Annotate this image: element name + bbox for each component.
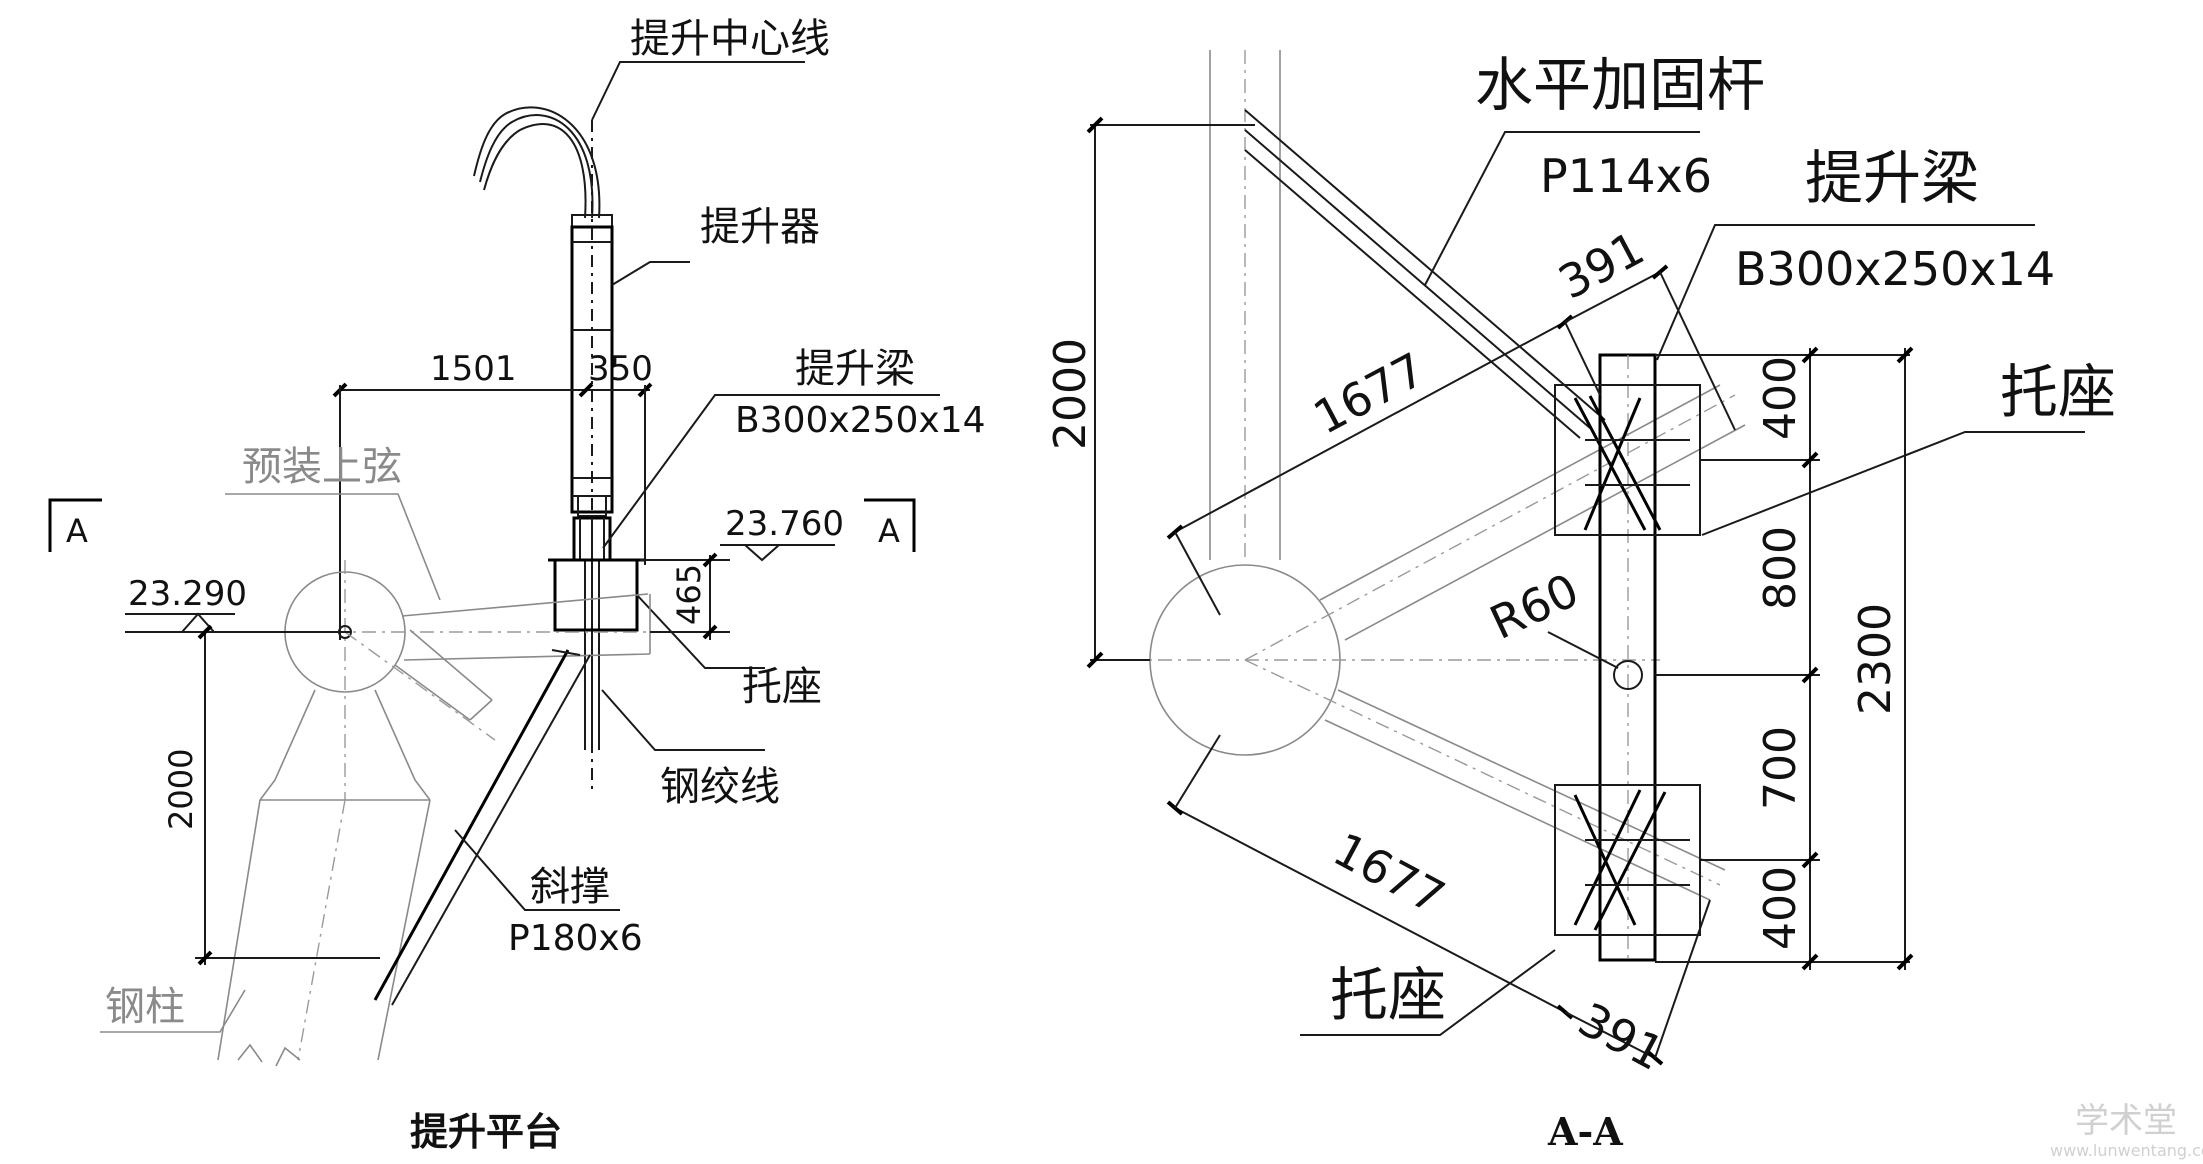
leader-bracket-bottom — [1300, 949, 1556, 1036]
dim-700: 700 — [1755, 726, 1806, 810]
leader-lifting-beam-right — [1656, 224, 2035, 361]
label-diagonal-brace: 斜撑 — [530, 864, 610, 910]
elevation-right: 23.760 — [725, 504, 844, 544]
dim-line-391-bottom — [1564, 1011, 1656, 1059]
leader-steel-column — [100, 989, 246, 1033]
diagonal-brace — [373, 649, 570, 1001]
lifter-body — [570, 225, 614, 514]
label-steel-column: 钢柱 — [105, 984, 185, 1030]
dim-line-1677-top — [1174, 321, 1566, 533]
dim-2000-left: 2000 — [162, 749, 200, 830]
section-mark-left-bracket — [48, 498, 102, 552]
watermark-text: 学术堂 — [2075, 1101, 2177, 1141]
leader-top-chord — [225, 493, 441, 601]
label-bracket-bottom: 托座 — [1330, 961, 1446, 1029]
leader-lifting-centerline — [591, 61, 805, 121]
label-lifting-beam-spec: B300x250x14 — [735, 400, 986, 441]
label-diagonal-brace-spec: P180x6 — [508, 918, 643, 959]
leader-horizontal-brace — [1424, 131, 1700, 286]
label-horizontal-brace: 水平加固杆 — [1475, 51, 1765, 119]
dim-350: 350 — [588, 349, 653, 389]
left-view: 提升中心线 提升器 钢绞线 托座 提升梁 B300x250 — [48, 16, 986, 1154]
dim-1677-top: 1677 — [1305, 342, 1434, 445]
section-mark-right-bracket — [864, 498, 916, 552]
watermark: 学术堂 www.lunwentang.com — [2050, 1101, 2203, 1160]
dim-2000-right: 2000 — [1045, 338, 1096, 450]
section-mark-right: A — [878, 512, 900, 550]
label-bracket: 托座 — [742, 664, 822, 710]
dim-400-bottom: 400 — [1755, 866, 1806, 950]
label-r60: R60 — [1482, 563, 1587, 650]
label-lifter: 提升器 — [700, 204, 820, 250]
cable-curve-3 — [473, 106, 601, 219]
bracket-left — [553, 558, 639, 632]
leader-bracket — [636, 594, 765, 669]
leader-lifting-beam — [602, 394, 940, 549]
section-mark-left: A — [66, 512, 88, 550]
caption-right: A-A — [1547, 1109, 1623, 1154]
hole-r60 — [1613, 660, 1643, 690]
caption-left: 提升平台 — [410, 1109, 562, 1154]
dim-400-top: 400 — [1755, 356, 1806, 440]
leader-lifter — [611, 261, 690, 286]
dim-line-1677-bottom — [1174, 807, 1566, 1013]
dim-465: 465 — [670, 564, 708, 625]
dim-1677-bottom: 1677 — [1325, 822, 1454, 925]
label-lifting-beam-right-spec: B300x250x14 — [1735, 242, 2055, 296]
dim-1501: 1501 — [430, 349, 517, 389]
watermark-url: www.lunwentang.com — [2050, 1141, 2203, 1160]
label-lifting-centerline: 提升中心线 — [630, 16, 830, 62]
cable-curve-2 — [479, 114, 594, 219]
elevation-left: 23.290 — [128, 574, 247, 614]
dim-2300: 2300 — [1850, 603, 1901, 715]
dim-800: 800 — [1755, 526, 1806, 610]
elev-marker-right — [744, 544, 780, 562]
label-steel-strand: 钢绞线 — [660, 764, 780, 810]
label-top-chord: 预装上弦 — [242, 444, 402, 490]
label-lifting-beam: 提升梁 — [795, 346, 915, 392]
label-horizontal-brace-spec: P114x6 — [1540, 149, 1712, 203]
lifter-bottom-cap — [577, 495, 607, 517]
leader-diagonal-brace — [454, 829, 620, 911]
dim-391-bottom: 391 — [1570, 992, 1673, 1081]
dim-line-391-top — [1564, 271, 1661, 323]
leader-steel-strand — [601, 689, 765, 751]
label-bracket-right: 托座 — [2000, 358, 2116, 426]
horizontal-brace — [1244, 109, 1606, 421]
dim-391-top: 391 — [1550, 221, 1653, 310]
right-view: 水平加固杆 P114x6 提升梁 B300x250x14 R60 托座 托座 — [1045, 50, 2116, 1154]
cable-curve-1 — [483, 123, 587, 219]
leader-r60 — [1547, 631, 1619, 669]
leader-bracket-right — [1701, 431, 2085, 536]
label-lifting-beam-right: 提升梁 — [1805, 144, 1979, 212]
